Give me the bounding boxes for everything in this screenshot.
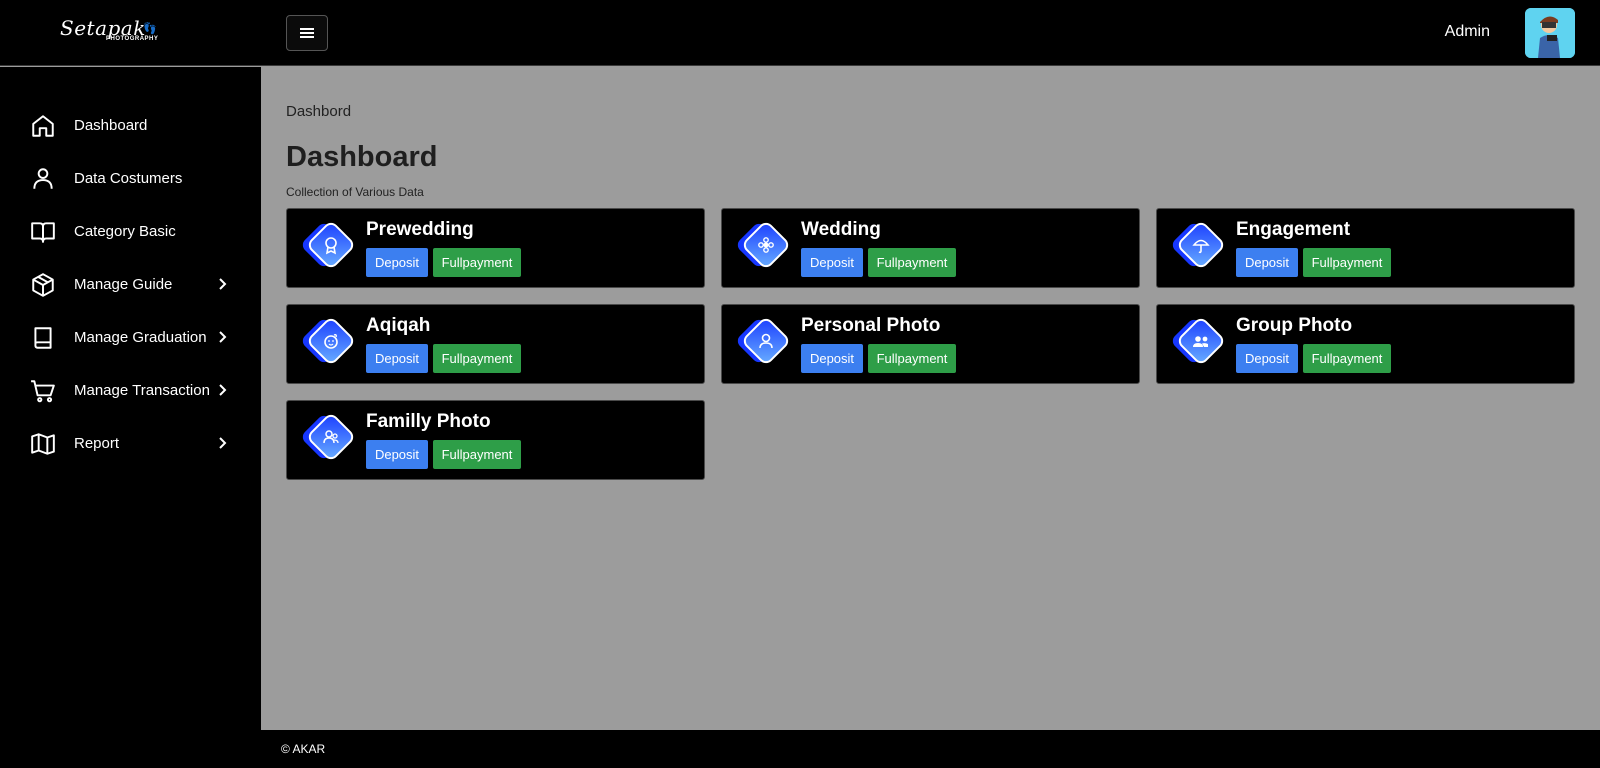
award-icon bbox=[302, 222, 354, 268]
card-title: Aqiqah bbox=[366, 315, 431, 336]
deposit-button[interactable]: Deposit bbox=[366, 248, 428, 277]
flower-icon bbox=[737, 222, 789, 268]
card-title: Wedding bbox=[801, 219, 881, 240]
card-title: Group Photo bbox=[1236, 315, 1353, 336]
chevron-right-icon bbox=[219, 384, 227, 396]
cart-icon bbox=[31, 380, 55, 403]
chevron-right-icon bbox=[219, 437, 227, 449]
logo-subtitle: PHOTOGRAPHY bbox=[106, 36, 159, 42]
card-title: Personal Photo bbox=[801, 315, 941, 336]
sidebar-item-label: Manage Transaction bbox=[74, 382, 210, 399]
footprints-icon: 👣 bbox=[143, 23, 157, 35]
footer-copyright: © AKAR bbox=[281, 742, 326, 756]
fullpayment-button[interactable]: Fullpayment bbox=[433, 248, 521, 277]
fullpayment-button[interactable]: Fullpayment bbox=[868, 248, 956, 277]
sidebar-item-label: Category Basic bbox=[74, 223, 176, 240]
sidebar-item-data-costumers[interactable]: Data Costumers bbox=[0, 159, 261, 199]
fullpayment-button[interactable]: Fullpayment bbox=[1303, 248, 1391, 277]
deposit-button[interactable]: Deposit bbox=[801, 248, 863, 277]
page-subtitle: Collection of Various Data bbox=[286, 185, 424, 199]
hamburger-icon bbox=[300, 28, 314, 38]
deposit-button[interactable]: Deposit bbox=[1236, 344, 1298, 373]
home-icon bbox=[32, 115, 54, 137]
chevron-right-icon bbox=[219, 278, 227, 290]
book-icon bbox=[34, 327, 52, 349]
fullpayment-button[interactable]: Fullpayment bbox=[868, 344, 956, 373]
deposit-button[interactable]: Deposit bbox=[366, 440, 428, 469]
chevron-right-icon bbox=[219, 331, 227, 343]
logo-wordmark: Setapak bbox=[60, 16, 146, 40]
fullpayment-button[interactable]: Fullpayment bbox=[433, 440, 521, 469]
sidebar-item-dashboard[interactable]: Dashboard bbox=[0, 106, 261, 146]
fullpayment-button[interactable]: Fullpayment bbox=[1303, 344, 1391, 373]
page-title: Dashboard bbox=[286, 141, 438, 173]
card-personal-photo: Personal Photo Deposit Fullpayment bbox=[721, 304, 1140, 384]
open-book-icon bbox=[31, 222, 55, 243]
avatar-icon bbox=[1525, 8, 1575, 58]
sidebar-item-label: Manage Graduation bbox=[74, 329, 207, 346]
user-name[interactable]: Admin bbox=[1444, 23, 1490, 40]
sidebar-item-label: Report bbox=[74, 435, 120, 452]
card-title: Familly Photo bbox=[366, 411, 491, 432]
fullpayment-button[interactable]: Fullpayment bbox=[433, 344, 521, 373]
sidebar-item-manage-guide[interactable]: Manage Guide bbox=[0, 265, 261, 305]
main-content: Dashbord Dashboard Collection of Various… bbox=[261, 67, 1600, 730]
sidebar: Dashboard Data Costumers Category Basic … bbox=[0, 67, 261, 768]
card-prewedding: Prewedding Deposit Fullpayment bbox=[286, 208, 705, 288]
map-icon bbox=[31, 433, 55, 455]
footer: © AKAR bbox=[261, 730, 1600, 768]
baby-icon bbox=[302, 318, 354, 364]
sidebar-item-label: Dashboard bbox=[74, 117, 148, 134]
sidebar-item-label: Manage Guide bbox=[74, 276, 173, 293]
deposit-button[interactable]: Deposit bbox=[1236, 248, 1298, 277]
box-icon bbox=[32, 273, 54, 297]
card-title: Engagement bbox=[1236, 219, 1351, 240]
top-bar: Setapak 👣 PHOTOGRAPHY Admin bbox=[0, 0, 1600, 66]
card-aqiqah: Aqiqah Deposit Fullpayment bbox=[286, 304, 705, 384]
avatar[interactable] bbox=[1525, 8, 1575, 58]
sidebar-item-report[interactable]: Report bbox=[0, 424, 261, 464]
breadcrumb[interactable]: Dashbord bbox=[286, 103, 352, 120]
user-icon bbox=[33, 168, 53, 189]
deposit-button[interactable]: Deposit bbox=[366, 344, 428, 373]
card-wedding: Wedding Deposit Fullpayment bbox=[721, 208, 1140, 288]
card-engagement: Engagement Deposit Fullpayment bbox=[1156, 208, 1575, 288]
brand-logo[interactable]: Setapak 👣 PHOTOGRAPHY bbox=[58, 14, 168, 48]
card-familly-photo: Familly Photo Deposit Fullpayment bbox=[286, 400, 705, 480]
deposit-button[interactable]: Deposit bbox=[801, 344, 863, 373]
family-icon bbox=[302, 414, 354, 460]
sidebar-item-manage-transaction[interactable]: Manage Transaction bbox=[0, 371, 261, 411]
card-group-photo: Group Photo Deposit Fullpayment bbox=[1156, 304, 1575, 384]
sidebar-item-manage-graduation[interactable]: Manage Graduation bbox=[0, 318, 261, 358]
person-icon bbox=[737, 318, 789, 364]
sidebar-toggle-button[interactable] bbox=[286, 15, 328, 51]
sidebar-item-category-basic[interactable]: Category Basic bbox=[0, 212, 261, 252]
umbrella-icon bbox=[1172, 222, 1224, 268]
card-title: Prewedding bbox=[366, 219, 474, 240]
group-icon bbox=[1172, 318, 1224, 364]
sidebar-item-label: Data Costumers bbox=[74, 170, 183, 187]
